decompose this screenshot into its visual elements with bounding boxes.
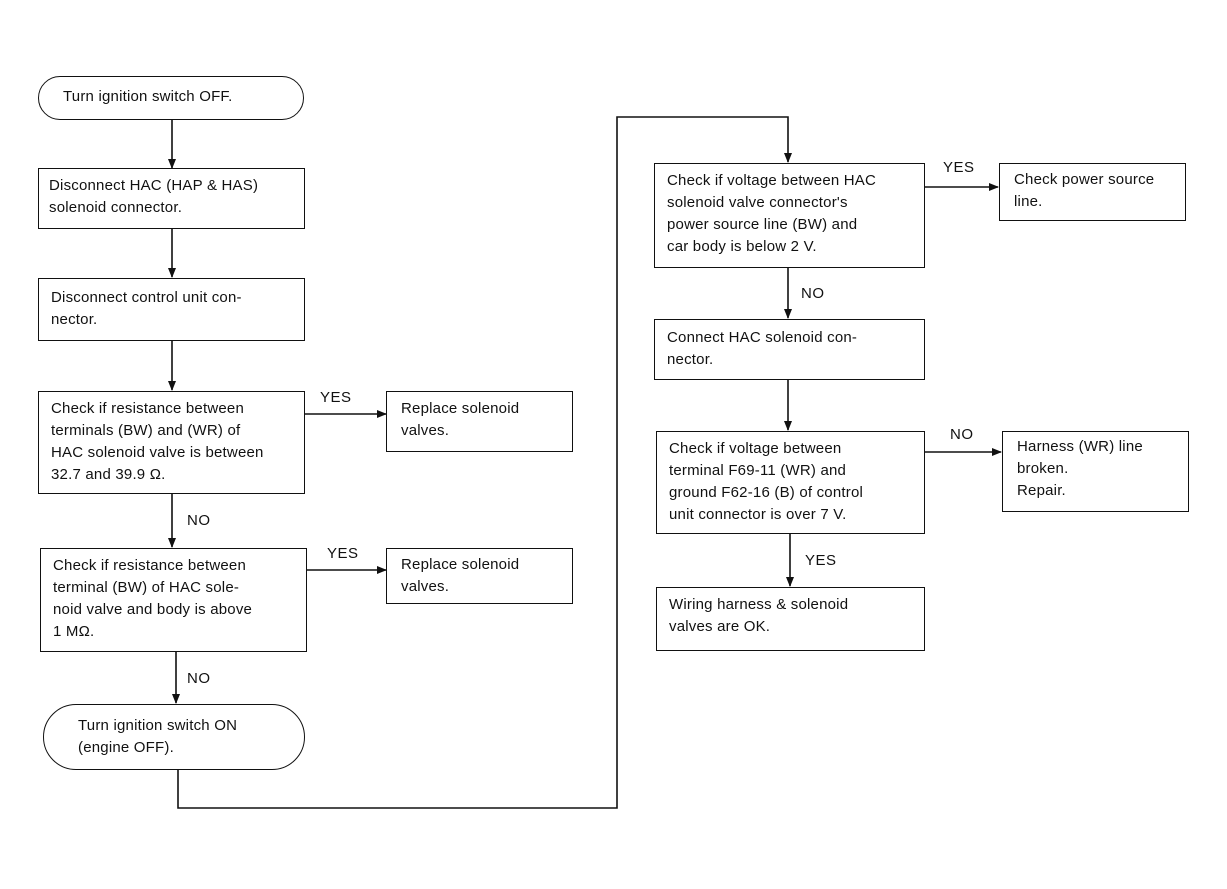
decision-voltage-1: Check if voltage between HAC solenoid va… [654,163,925,268]
result-replace-2: Replace solenoid valves. [386,548,573,604]
label-yes: YES [943,159,975,176]
arrow-ignition-on-to-check-voltage-1 [177,116,792,809]
step-disconnect-hac: Disconnect HAC (HAP & HAS) solenoid conn… [38,168,305,229]
result-replace-1: Replace solenoid valves. [386,391,573,452]
label-no: NO [950,426,974,443]
decision-voltage-2: Check if voltage between terminal F69-11… [656,431,925,534]
label-no: NO [187,670,211,687]
step-ignition-on: Turn ignition switch ON (engine OFF). [43,704,305,770]
step-disconnect-control-unit: Disconnect control unit con- nector. [38,278,305,341]
start-terminal: Turn ignition switch OFF. [38,76,304,120]
label-yes: YES [320,389,352,406]
label-yes: YES [327,545,359,562]
label-yes: YES [805,552,837,569]
decision-resistance-2: Check if resistance between terminal (BW… [40,548,307,652]
result-harness-broken: Harness (WR) line broken. Repair. [1002,431,1189,512]
label-no: NO [801,285,825,302]
step-connect-hac: Connect HAC solenoid con- nector. [654,319,925,380]
result-check-power: Check power source line. [999,163,1186,221]
decision-resistance-1: Check if resistance between terminals (B… [38,391,305,494]
result-ok: Wiring harness & solenoid valves are OK. [656,587,925,651]
label-no: NO [187,512,211,529]
